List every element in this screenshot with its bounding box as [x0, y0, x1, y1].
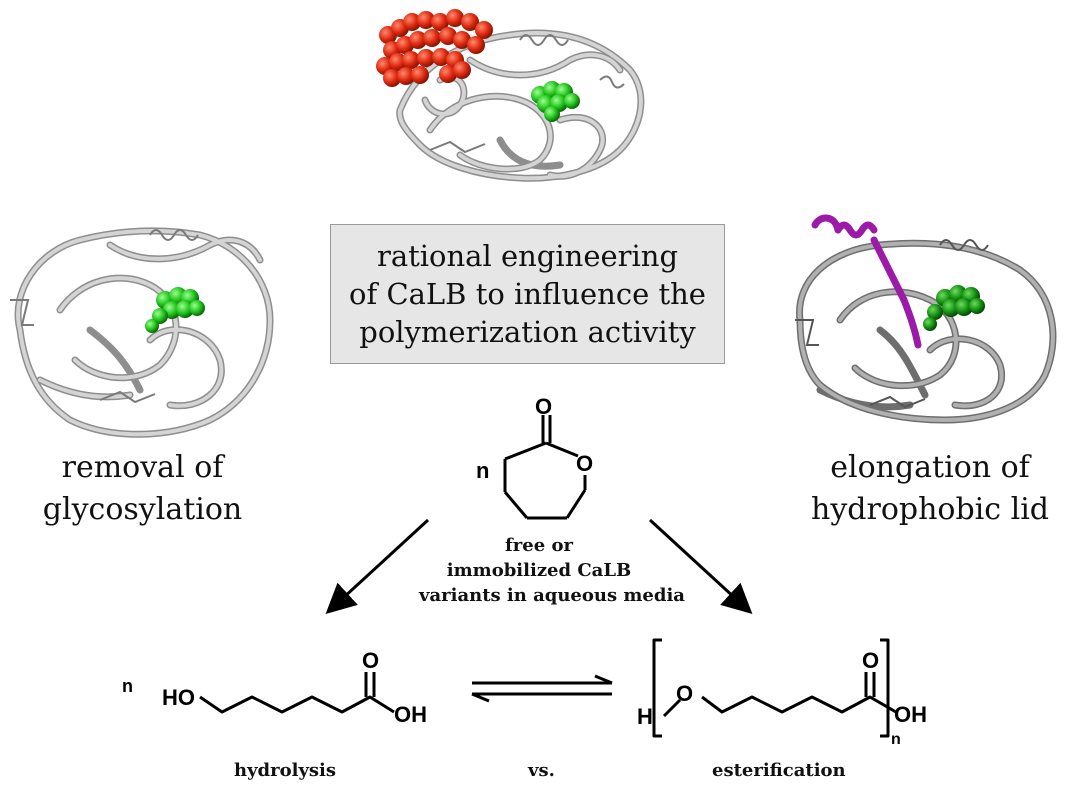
reaction-conditions: free or immobilized CaLB variants in aqu… [419, 533, 685, 608]
engineering-box-line2: of CaLB to influence the [349, 277, 706, 311]
esterification-label: esterification [712, 760, 846, 781]
active-site-top [531, 81, 580, 122]
left-caption-line1: removal of [61, 450, 224, 485]
monomer-ring-o: O [576, 451, 593, 476]
arrow-to-esterification [648, 518, 753, 615]
right-caption-line2: hydrophobic lid [811, 492, 1049, 527]
engineering-box-line1: rational engineering [376, 239, 679, 273]
ester-carbonyl-o: O [862, 648, 879, 673]
active-site-left [145, 287, 205, 333]
protein-left [10, 227, 274, 438]
right-caption-line1: elongation of [830, 450, 1030, 485]
ester-oh: OH [894, 702, 927, 727]
ester-h: H [637, 704, 653, 729]
left-caption-line2: glycosylation [42, 492, 243, 527]
protein-right [795, 214, 1057, 424]
protein-top [376, 9, 645, 182]
arrow-to-hydrolysis [325, 518, 430, 615]
hydroxyhexanoic-acid-structure [199, 672, 395, 714]
ester-n-subscript: n [891, 731, 901, 748]
left-caption: removal of glycosylation [30, 447, 255, 531]
glycosylation-cluster [376, 9, 493, 87]
vs-label: vs. [528, 760, 555, 781]
engineering-box-line3: polymerization activity [359, 315, 696, 349]
hydrolysis-label: hydrolysis [234, 760, 337, 781]
hydrolysis-n-label: n [122, 676, 133, 696]
monomer-carbonyl-o: O [535, 394, 552, 419]
conditions-line3: variants in aqueous media [419, 585, 685, 606]
caprolactone-structure [503, 415, 587, 520]
hydrolysis-ho: HO [162, 685, 195, 710]
conditions-line1: free or [505, 535, 573, 556]
ester-link-o: O [676, 681, 693, 706]
hydrolysis-oh: OH [394, 702, 427, 727]
hydrolysis-carbonyl-o: O [362, 648, 379, 673]
equilibrium-arrows [471, 674, 613, 703]
right-caption: elongation of hydrophobic lid [800, 447, 1060, 531]
conditions-line2: immobilized CaLB [446, 560, 632, 581]
active-site-right [923, 285, 985, 331]
polycaprolactone-structure [652, 638, 897, 738]
monomer-n-label: n [476, 458, 489, 483]
engineering-box: rational engineering of CaLB to influenc… [330, 224, 725, 364]
hydrophobic-lid [811, 214, 922, 349]
